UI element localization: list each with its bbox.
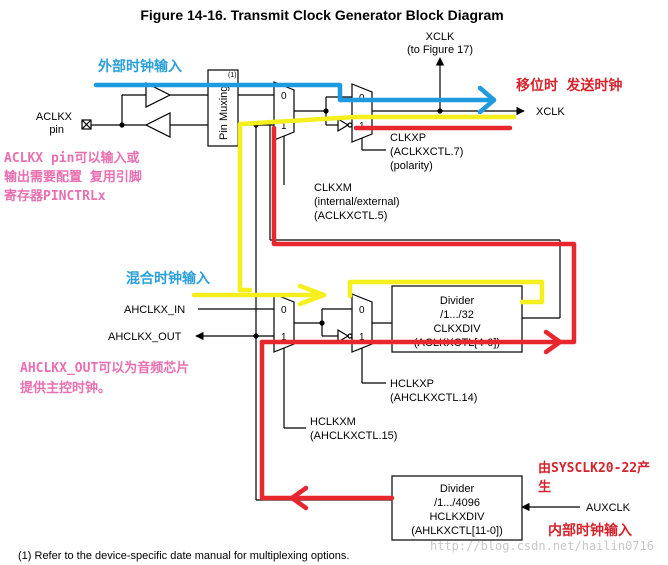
clkxp-label: CLKXP (390, 132, 426, 144)
clkxp-mux (351, 83, 373, 143)
hclkxdiv-text: Divider /1.../4096 HCLKXDIV (AHLKXCTL[11… (411, 483, 503, 537)
internal-clock-note: 内部时钟输入 (548, 522, 632, 539)
clkxdiv-box (391, 285, 523, 353)
clkxp-reg-label: (ACLKXCTL.7) (390, 146, 463, 158)
svg-text:/1.../4096: /1.../4096 (434, 497, 480, 509)
pin-muxing-label: Pin Muxing (218, 86, 230, 140)
svg-text:HCLKXDIV: HCLKXDIV (429, 511, 485, 523)
svg-text:(AHLKXCTL[11-0]): (AHLKXCTL[11-0]) (411, 525, 503, 537)
pin-muxing-box (207, 69, 239, 147)
footnote: (1) Refer to the device-specific date ma… (18, 550, 349, 562)
watermark: http://blog.csdn.net/hailin0716 (430, 539, 654, 553)
pin-muxing-footnote-mark: (1) (228, 72, 237, 79)
aclkx-pin-label: pin (49, 124, 64, 136)
mixed-clock-note: 混合时钟输入 (126, 270, 210, 287)
svg-text:Divider: Divider (440, 295, 475, 307)
svg-text:/1.../32: /1.../32 (440, 309, 474, 321)
clkxm-in0: 0 (281, 91, 287, 102)
hclkxp-in1: 1 (359, 332, 365, 343)
input-buffer (145, 82, 172, 108)
red-path (259, 125, 577, 511)
aclkx-pin-note-1: ACLKX pin可以输入或 (4, 150, 139, 166)
hclkxp-reg-label: (AHCLKXCTL.14) (390, 392, 477, 404)
clkxp-desc-label: (polarity) (390, 160, 433, 172)
svg-text:CLKXDIV: CLKXDIV (433, 323, 481, 335)
xclk-top-label: XCLK (426, 31, 455, 43)
svg-text:Divider: Divider (440, 483, 475, 495)
hclkxm-reg-label: (AHCLKXCTL.15) (310, 430, 397, 442)
signal-labels: XCLK (to Figure 17) XCLK ACLKX pin CLKXP… (36, 31, 631, 514)
output-buffer (144, 112, 171, 138)
hclkxp-label: HCLKXP (390, 378, 434, 390)
sysclk-note-1: 由SYSCLK20-22产 (538, 460, 650, 476)
ahclkx-out-note-1: AHCLKX_OUT可以为音频芯片 (20, 360, 189, 376)
clkxm-in1: 1 (281, 121, 287, 132)
to-figure-label: (to Figure 17) (407, 44, 473, 56)
base-diagram (81, 57, 580, 541)
auxclk-label: AUXCLK (586, 502, 631, 514)
xclk-out-label: XCLK (536, 106, 565, 118)
annotations: 外部时钟输入 移位时 发送时钟 ACLKX pin可以输入或 输出需要配置 复用… (4, 58, 650, 539)
clkxm-desc-label: (internal/external) (314, 196, 400, 208)
ahclkx-out-label: AHCLKX_OUT (108, 331, 182, 343)
ahclkx-in-label: AHCLKX_IN (124, 304, 185, 316)
clkxm-reg-label: (ACLKXCTL.5) (314, 210, 387, 222)
sysclk-note-2: 生 (538, 479, 551, 495)
blue-path (93, 82, 497, 115)
hclkxm-in0: 0 (281, 305, 287, 316)
figure-title: Figure 14-16. Transmit Clock Generator B… (140, 7, 503, 23)
aclkx-pin-note-3: 寄存器PINCTRLx (4, 188, 106, 204)
hclkxm-label: HCLKXM (310, 416, 356, 428)
ahclkx-out-note-2: 提供主控时钟。 (20, 380, 111, 396)
external-clock-note: 外部时钟输入 (98, 58, 182, 75)
hclkxm-in1: 1 (281, 332, 287, 343)
aclkx-label: ACLKX (36, 111, 73, 123)
yellow-path (191, 114, 545, 307)
shift-clock-note: 移位时 发送时钟 (516, 77, 622, 94)
aclkx-pin-note-2: 输出需要配置 复用引脚 (4, 169, 142, 185)
hclkxp-in0: 0 (359, 305, 365, 316)
clkxm-label: CLKXM (314, 182, 352, 194)
